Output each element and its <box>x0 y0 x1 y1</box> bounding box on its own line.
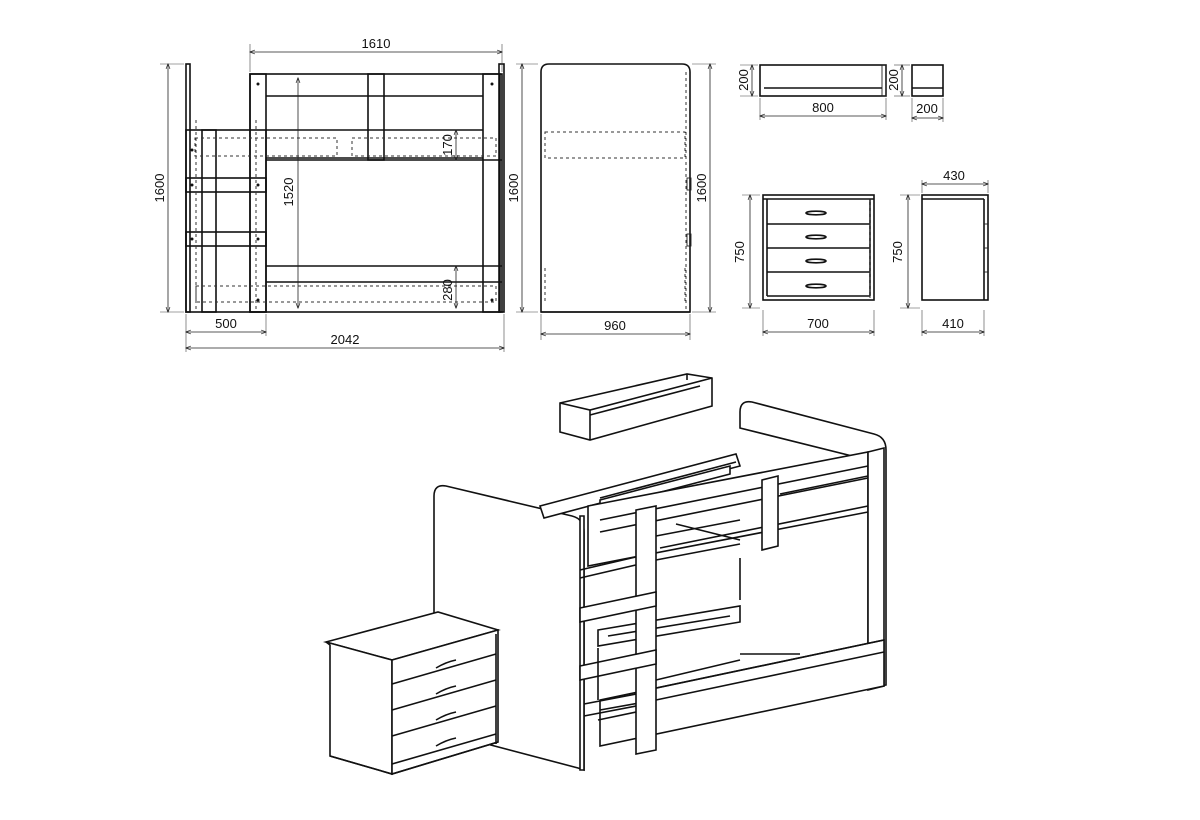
dim-guard-height: 170 <box>440 134 455 156</box>
dim-bed-inner-height: 1520 <box>281 178 296 207</box>
dim-shelf-width: 800 <box>812 100 834 115</box>
dim-side-depth: 960 <box>604 318 626 333</box>
dim-shelf-side-height: 200 <box>886 69 901 91</box>
dim-bed-total-length: 2042 <box>331 332 360 347</box>
isometric-shelf <box>559 373 713 441</box>
dim-side-height: 1600 <box>506 174 521 203</box>
dim-dresser-side-height: 750 <box>890 241 905 263</box>
dim-lower-guard-height: 280 <box>440 279 455 301</box>
dresser-side-view: 430 750 410 <box>890 168 989 336</box>
bed-side-view: 1600 1600 960 <box>506 63 716 340</box>
dim-bed-height-left: 1600 <box>152 174 167 203</box>
isometric-dresser <box>322 611 501 776</box>
dim-side-right-height: 1600 <box>694 174 709 203</box>
dim-shelf-depth: 200 <box>916 101 938 116</box>
shelf-front-view: 200 800 <box>736 64 887 120</box>
dim-dresser-top-depth: 430 <box>943 168 965 183</box>
dim-shelf-height: 200 <box>736 69 751 91</box>
dim-ladder-width: 500 <box>215 316 237 331</box>
shelf-side-view: 200 200 <box>886 64 944 122</box>
dim-dresser-side-depth: 410 <box>942 316 964 331</box>
dim-dresser-width: 700 <box>807 316 829 331</box>
dim-dresser-height: 750 <box>732 241 747 263</box>
bed-front-view: 1520 170 280 1610 1600 500 2042 <box>152 36 505 352</box>
isometric-bunk-bed <box>433 400 887 772</box>
dresser-front-view: 750 700 <box>732 194 875 336</box>
dim-bed-top-width: 1610 <box>362 36 391 51</box>
